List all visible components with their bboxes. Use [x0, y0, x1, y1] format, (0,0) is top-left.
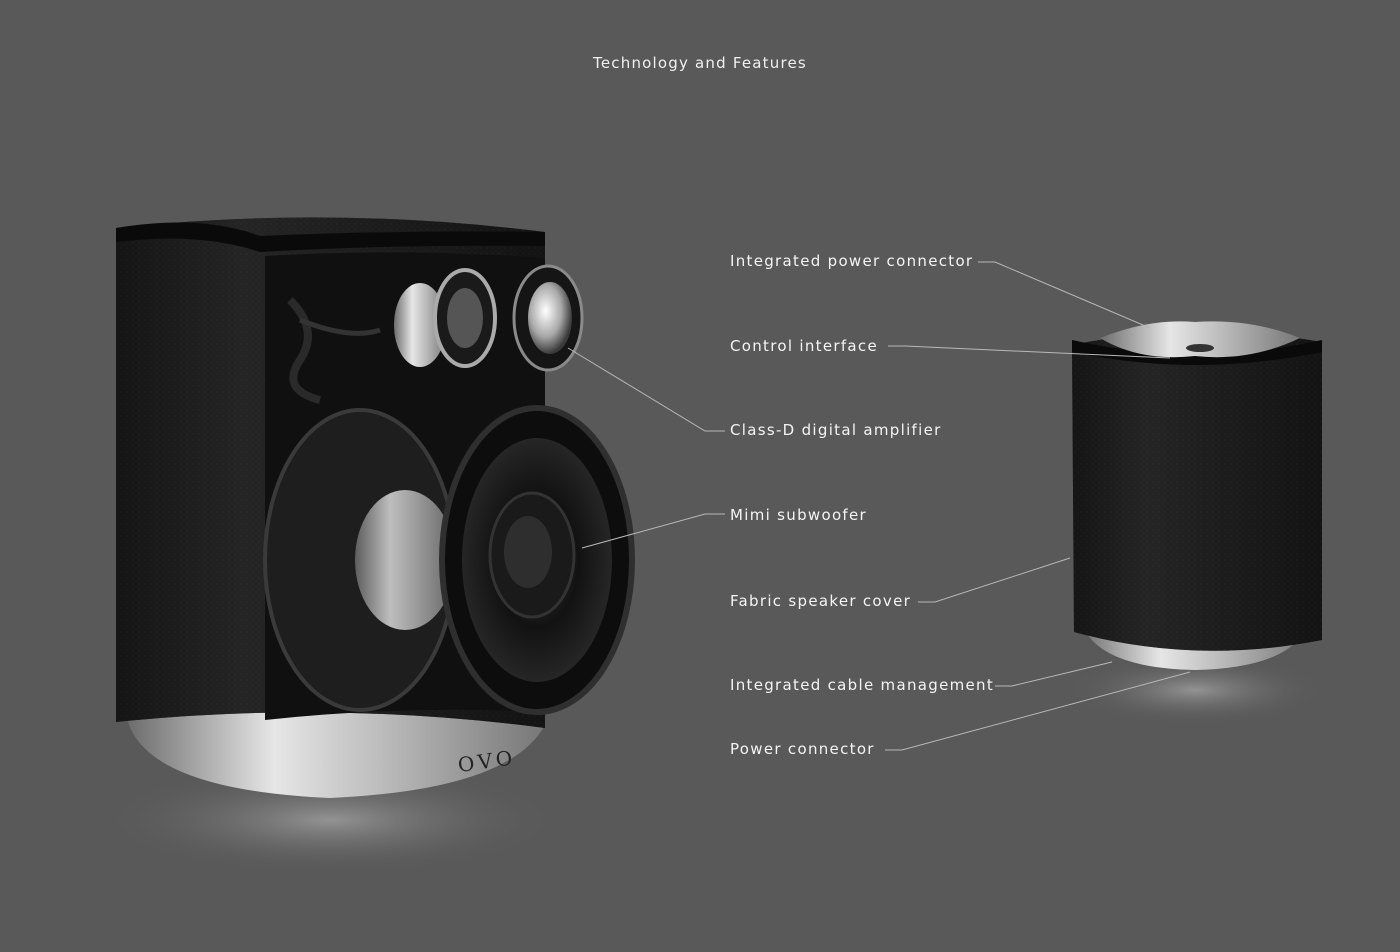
- top-rim: [116, 222, 545, 252]
- callout-integrated-power-connector: Integrated power connector: [730, 252, 974, 270]
- assembled-speaker: [1065, 321, 1325, 725]
- leader-line-6: [995, 661, 1113, 687]
- leader-line-3: [567, 347, 725, 432]
- page-title: Technology and Features: [593, 54, 807, 72]
- leader-line-4: [581, 513, 725, 549]
- callout-class-d-amplifier: Class-D digital amplifier: [730, 421, 942, 439]
- leader-line-7: [885, 671, 1191, 751]
- floor-glow: [100, 765, 560, 875]
- top-control-surface: [1100, 321, 1300, 358]
- callout-fabric-speaker-cover: Fabric speaker cover: [730, 592, 912, 610]
- callout-mimi-subwoofer: Mimi subwoofer: [730, 506, 867, 524]
- cutaway-speaker: OVO: [100, 217, 635, 875]
- tweeter-assembly: [394, 264, 584, 372]
- leader-line-2: [888, 345, 1171, 359]
- control-button: [1186, 344, 1214, 352]
- leader-line-1: [978, 261, 1151, 329]
- callout-integrated-cable-management: Integrated cable management: [730, 676, 995, 694]
- metal-base: [128, 700, 545, 798]
- leader-line-5: [918, 557, 1071, 603]
- callout-power-connector: Power connector: [730, 740, 875, 758]
- floor-glow-right: [1065, 655, 1325, 725]
- woofer: [263, 405, 635, 715]
- callout-control-interface: Control interface: [730, 337, 878, 355]
- leader-lines: [567, 261, 1191, 751]
